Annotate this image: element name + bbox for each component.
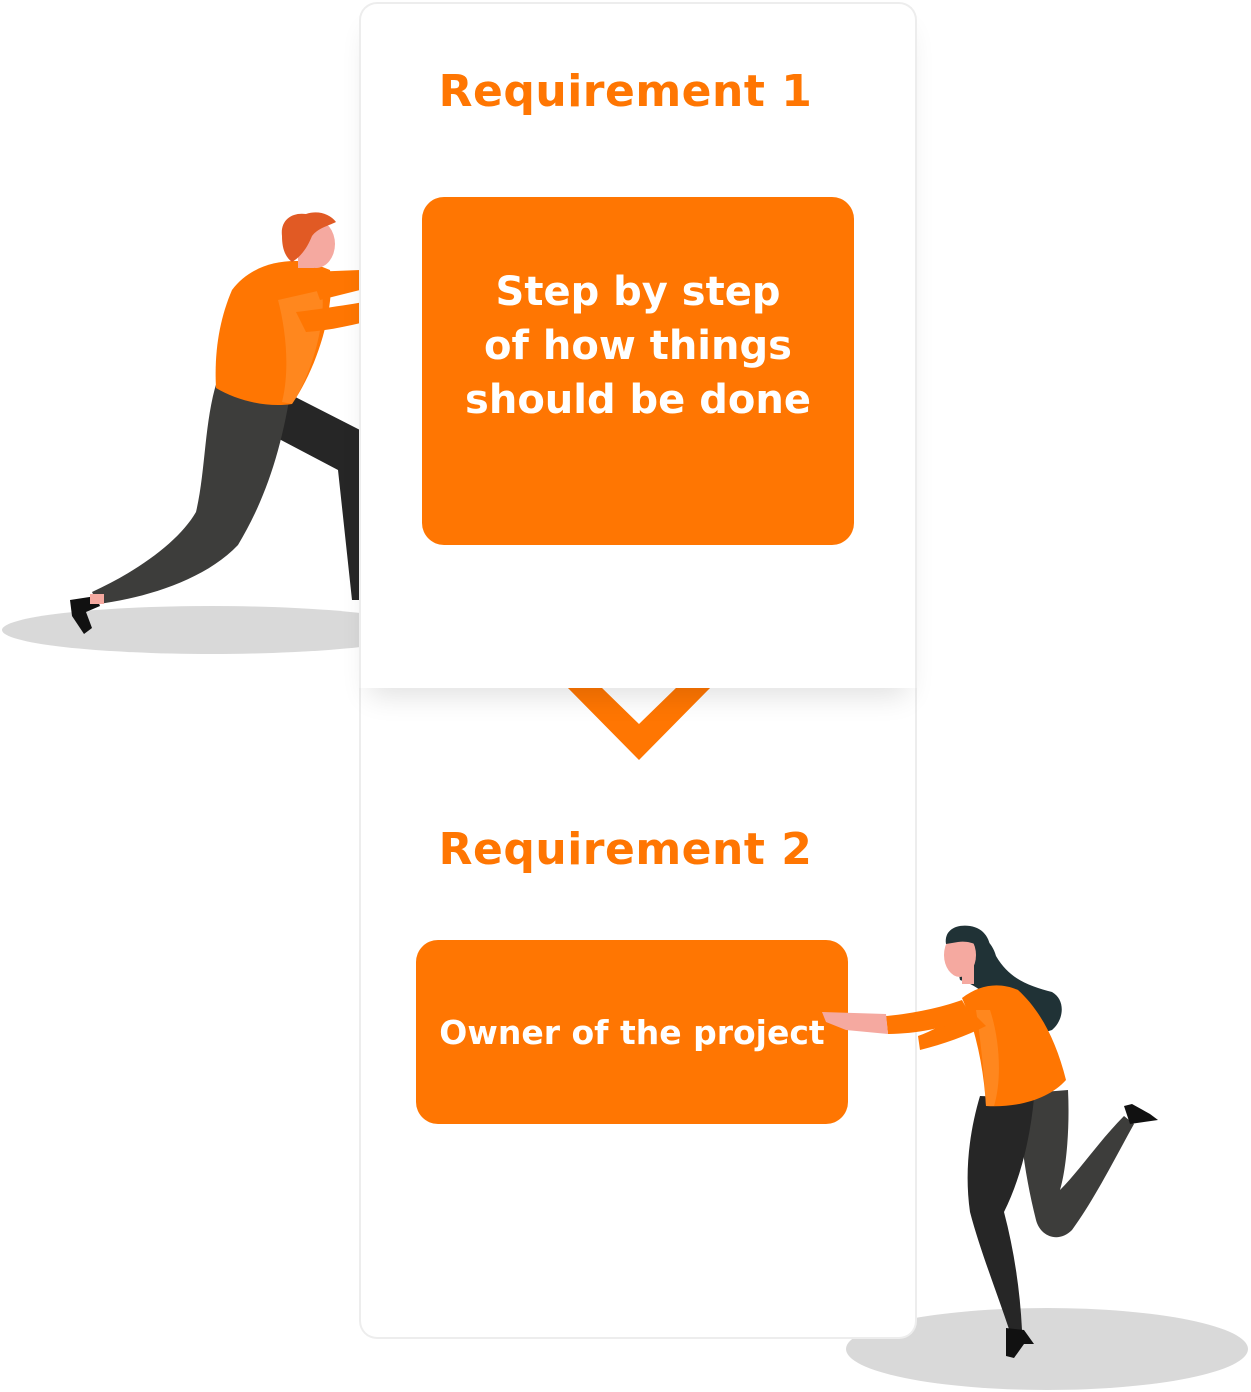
requirement-1-title: Requirement 1 [438,66,813,117]
requirement-1-box: Step by step of how things should be don… [422,197,854,545]
requirement-1-description: Step by step of how things should be don… [465,265,811,427]
down-arrow-icon [566,686,712,760]
requirement-2-description: Owner of the project [439,1012,825,1052]
requirement-1-line: Step by step [495,269,781,315]
requirement-2-title: Requirement 2 [438,824,813,875]
requirement-2-box: Owner of the project [416,940,848,1124]
requirement-1-line: should be done [465,377,811,423]
woman-pulling-figure [822,925,1158,1358]
requirement-1-line: of how things [484,323,792,369]
